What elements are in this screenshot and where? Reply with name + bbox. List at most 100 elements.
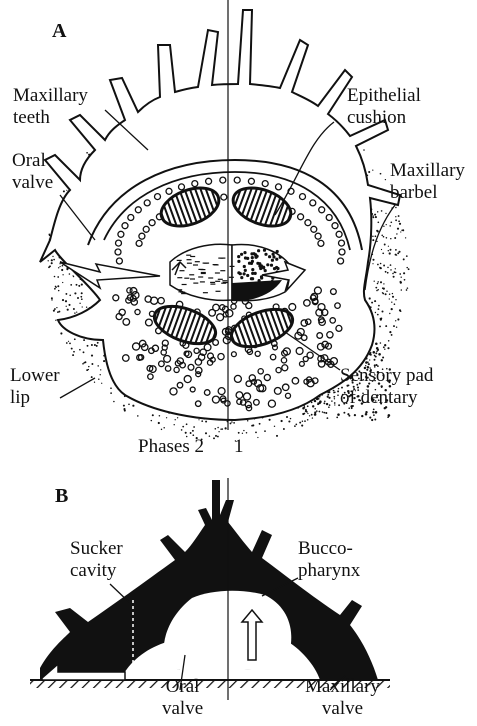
stipple-dot <box>81 292 83 294</box>
stipple-dot <box>97 365 99 367</box>
stipple-dot <box>384 244 386 246</box>
stipple-dot <box>91 355 93 357</box>
stipple-dot <box>217 436 219 438</box>
stipple-dot <box>163 427 165 429</box>
stipple-dot <box>389 331 391 333</box>
stipple-dot <box>54 276 56 278</box>
panel-b-letter: B <box>55 485 68 508</box>
stipple-dot <box>333 396 335 398</box>
phases-caption: Phases 2 <box>138 436 204 458</box>
stipple-dot <box>323 402 325 404</box>
buccal-dot <box>273 256 275 258</box>
stipple-dot <box>58 311 60 313</box>
stipple-dot <box>381 249 382 250</box>
stipple-dot <box>186 423 188 425</box>
stipple-dot <box>377 230 379 232</box>
stipple-dot <box>385 325 387 327</box>
stipple-dot <box>314 400 316 402</box>
stipple-dot <box>398 220 400 222</box>
stipple-dot <box>406 255 408 257</box>
stipple-dot <box>337 390 339 392</box>
stipple-dot <box>215 428 217 430</box>
buccal-dot <box>276 258 278 260</box>
buccal-dot <box>258 250 260 252</box>
stipple-dot <box>54 288 56 290</box>
stipple-dot <box>328 397 330 399</box>
stipple-dot <box>377 314 379 316</box>
label-line: Oral <box>162 676 203 698</box>
stipple-dot <box>113 401 115 403</box>
stipple-dot <box>55 286 57 288</box>
stipple-dot <box>76 311 77 312</box>
label-line: valve <box>305 698 380 720</box>
stipple-dot <box>302 413 304 415</box>
stipple-dot <box>392 296 394 298</box>
stipple-dot <box>370 354 372 356</box>
stipple-dot <box>198 419 199 420</box>
stipple-dot <box>319 400 322 403</box>
stipple-dot <box>57 276 59 278</box>
stipple-dot <box>52 256 53 257</box>
stipple-dot <box>383 283 384 284</box>
stipple-dot <box>372 263 373 264</box>
buccal-dot <box>267 264 269 266</box>
stipple-dot <box>337 394 339 396</box>
stipple-dot <box>307 419 309 421</box>
stipple-dot <box>388 250 389 251</box>
stipple-dot <box>377 283 379 285</box>
stipple-dot <box>375 411 378 414</box>
stipple-dot <box>83 351 85 353</box>
stipple-dot <box>311 414 313 416</box>
stipple-dot <box>82 363 84 365</box>
stipple-dot <box>371 419 373 421</box>
stipple-dot <box>62 265 64 267</box>
stipple-dot <box>398 251 400 253</box>
stipple-dot <box>375 235 377 237</box>
stipple-dot <box>326 403 328 405</box>
stipple-dot <box>58 267 59 268</box>
stipple-dot <box>314 408 316 410</box>
buccal-dot <box>238 256 240 258</box>
stipple-dot <box>400 282 402 284</box>
stipple-dot <box>373 351 376 354</box>
stipple-dot <box>400 231 401 232</box>
stipple-dot <box>312 417 313 418</box>
stipple-dot <box>161 429 162 430</box>
buccal-dot <box>243 273 245 275</box>
stipple-dot <box>66 190 67 191</box>
stipple-dot <box>63 190 65 192</box>
stipple-dot <box>255 432 257 434</box>
stipple-dot <box>72 354 74 356</box>
stipple-dot <box>371 302 373 304</box>
stipple-dot <box>394 237 396 239</box>
stipple-dot <box>369 417 371 419</box>
stipple-dot <box>395 320 396 321</box>
label-line: pharynx <box>298 560 360 582</box>
stipple-dot <box>407 287 409 289</box>
stipple-dot <box>276 435 278 437</box>
buccal-dot <box>244 252 246 254</box>
stipple-dot <box>62 299 64 301</box>
buccal-dot <box>264 270 266 272</box>
stipple-dot <box>395 268 396 269</box>
stipple-dot <box>91 363 93 365</box>
stipple-dot <box>383 236 385 238</box>
stipple-dot <box>391 308 393 310</box>
stipple-dot <box>343 412 345 414</box>
stipple-dot <box>333 390 335 392</box>
stipple-dot <box>67 309 69 311</box>
stipple-dot <box>390 221 392 223</box>
stipple-dot <box>393 276 395 278</box>
stipple-dot <box>322 411 324 413</box>
stipple-dot <box>233 422 235 424</box>
label-line: valve <box>162 698 203 720</box>
buccal-dot <box>276 251 278 253</box>
stipple-dot <box>217 427 219 429</box>
stipple-dot <box>372 239 374 241</box>
stipple-dot <box>78 285 80 287</box>
stipple-dot <box>91 376 93 378</box>
stipple-dot <box>53 310 55 312</box>
label-line: Epithelial <box>347 85 421 107</box>
stipple-dot <box>372 169 373 170</box>
label-maxillary-valve: Maxillary valve <box>305 676 380 720</box>
